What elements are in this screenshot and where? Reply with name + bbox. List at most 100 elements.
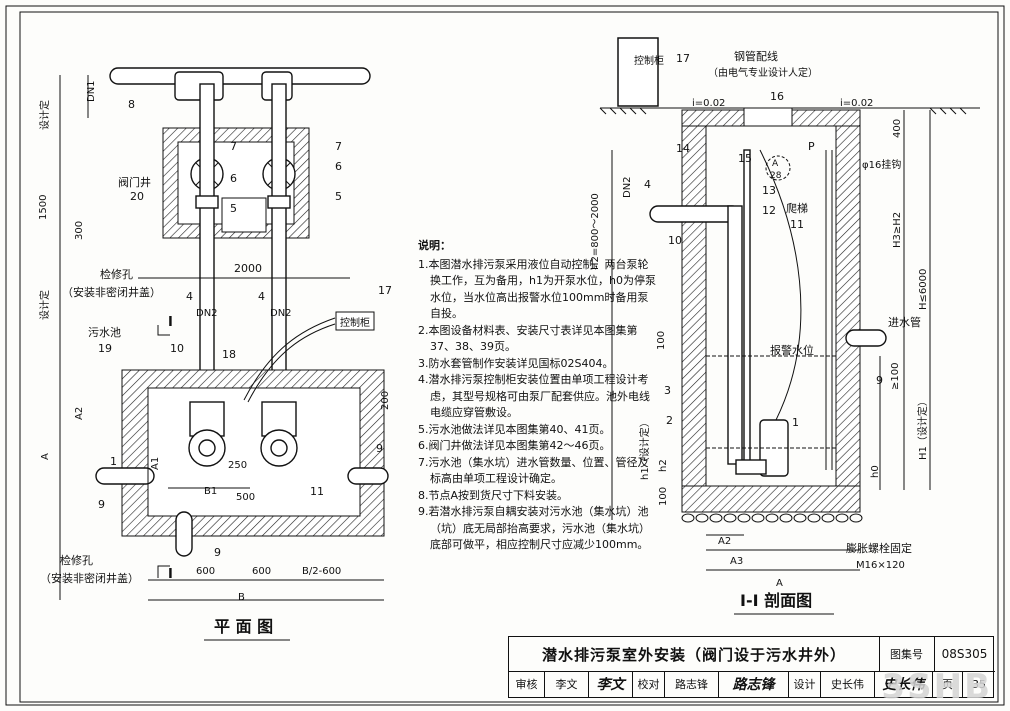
svg-text:DN2: DN2 bbox=[270, 308, 292, 319]
note-item: 4.潜水排污泵控制柜安装位置由单项工程设计考虑，其型号规格可由泵厂配套供应。池外… bbox=[418, 373, 650, 419]
svg-text:250: 250 bbox=[228, 460, 247, 471]
svg-text:600: 600 bbox=[196, 566, 215, 577]
title-block: 潜水排污泵室外安装（阀门设于污水井外） 图集号 08S305 审核 李文 李文 … bbox=[508, 636, 995, 698]
note-item: 5.污水池做法详见本图集第40、41页。 bbox=[418, 422, 611, 436]
svg-text:B: B bbox=[238, 592, 245, 603]
svg-text:爬梯: 爬梯 bbox=[786, 202, 808, 215]
signature-row: 审核 李文 李文 校对 路志锋 路志锋 设计 史长伟 史长伟 页 35 bbox=[509, 671, 995, 697]
svg-text:DN2: DN2 bbox=[622, 176, 633, 198]
inner-frame bbox=[19, 11, 999, 703]
checker-name: 路志锋 bbox=[665, 671, 719, 697]
review-label: 审核 bbox=[509, 671, 545, 697]
svg-text:A1: A1 bbox=[150, 457, 161, 470]
design-label: 设计 bbox=[789, 671, 821, 697]
plan-top-pipe bbox=[109, 67, 371, 85]
note-item: 3.防水套管制作安装详见国标02S404。 bbox=[418, 356, 614, 370]
page-label: 页 bbox=[933, 671, 963, 697]
svg-text:100: 100 bbox=[656, 331, 667, 350]
svg-text:H≤6000: H≤6000 bbox=[918, 269, 929, 310]
check-label: 校对 bbox=[633, 671, 665, 697]
svg-text:控制柜: 控制柜 bbox=[340, 316, 370, 329]
svg-text:H3≥H2: H3≥H2 bbox=[892, 212, 903, 248]
svg-text:A: A bbox=[40, 453, 51, 460]
svg-text:φ16挂钩: φ16挂钩 bbox=[862, 158, 901, 171]
plan-view: 8 7 7 6 6 5 5 4 4 10 18 17 9 9 9 11 1 阀门… bbox=[38, 67, 392, 641]
svg-text:6: 6 bbox=[230, 172, 237, 185]
svg-text:300: 300 bbox=[74, 221, 85, 240]
svg-text:检修孔: 检修孔 bbox=[100, 267, 133, 281]
svg-text:2: 2 bbox=[666, 414, 673, 427]
plan-caption: 平 面 图 bbox=[214, 617, 273, 636]
svg-text:4: 4 bbox=[258, 290, 265, 303]
section-floor bbox=[681, 485, 861, 513]
svg-text:≥100: ≥100 bbox=[890, 363, 901, 390]
svg-text:400: 400 bbox=[892, 119, 903, 138]
svg-text:10: 10 bbox=[170, 342, 184, 355]
svg-text:（安装非密闭井盖）: （安装非密闭井盖） bbox=[62, 285, 161, 299]
svg-text:200: 200 bbox=[380, 391, 391, 410]
note-item: 9.若潜水排污泵自耦安装对污水池（集水坑）池（坑）底无局部抬高要求，污水池（集水… bbox=[418, 505, 650, 551]
svg-text:A: A bbox=[772, 159, 779, 169]
svg-text:7: 7 bbox=[335, 140, 342, 153]
svg-text:17: 17 bbox=[676, 52, 690, 65]
note-item: 1.本图潜水排污泵采用液位自动控制，两台泵轮换工作，互为备用，h1为开泵水位，h… bbox=[418, 257, 656, 321]
svg-text:9: 9 bbox=[214, 546, 221, 559]
plan-inlet-right bbox=[347, 467, 389, 485]
site-watermark: 3SHB bbox=[881, 667, 992, 707]
svg-text:（由电气专业设计人定）: （由电气专业设计人定） bbox=[708, 66, 818, 79]
svg-text:5: 5 bbox=[335, 190, 342, 203]
svg-text:7: 7 bbox=[230, 140, 237, 153]
designer-signature: 史长伟 bbox=[875, 671, 933, 697]
svg-text:A3: A3 bbox=[730, 556, 743, 567]
svg-text:（安装非密闭井盖）: （安装非密闭井盖） bbox=[40, 571, 139, 585]
svg-text:设计定: 设计定 bbox=[38, 290, 51, 320]
svg-text:M16×120: M16×120 bbox=[856, 560, 905, 571]
svg-text:500: 500 bbox=[236, 492, 255, 503]
svg-text:进水管: 进水管 bbox=[888, 315, 921, 329]
svg-text:4: 4 bbox=[644, 178, 651, 191]
svg-text:11: 11 bbox=[310, 485, 324, 498]
section-outlet-pipe bbox=[649, 205, 741, 223]
svg-text:控制柜: 控制柜 bbox=[634, 54, 664, 67]
svg-text:1: 1 bbox=[792, 416, 799, 429]
plan-inlet-left bbox=[95, 467, 155, 485]
svg-text:10: 10 bbox=[668, 234, 682, 247]
svg-text:13: 13 bbox=[762, 184, 776, 197]
svg-text:9: 9 bbox=[876, 374, 883, 387]
svg-text:16: 16 bbox=[770, 90, 784, 103]
svg-text:h0: h0 bbox=[870, 465, 881, 478]
svg-text:4: 4 bbox=[186, 290, 193, 303]
svg-text:A2: A2 bbox=[74, 407, 85, 420]
atlas-label: 图集号 bbox=[879, 637, 935, 672]
svg-text:I: I bbox=[168, 315, 173, 330]
svg-text:检修孔: 检修孔 bbox=[60, 553, 93, 567]
section-caption: I-I 剖面图 bbox=[740, 591, 812, 610]
designer-name: 史长伟 bbox=[821, 671, 875, 697]
svg-text:B/2-600: B/2-600 bbox=[302, 566, 341, 577]
svg-text:报警水位: 报警水位 bbox=[770, 343, 814, 357]
svg-text:P: P bbox=[808, 140, 815, 153]
svg-text:A2: A2 bbox=[718, 536, 731, 547]
svg-text:污水池: 污水池 bbox=[88, 326, 121, 339]
page-number: 35 bbox=[972, 677, 986, 691]
section-control-cabinet bbox=[617, 37, 659, 107]
notes-block: 说明： 1.本图潜水排污泵采用液位自动控制，两台泵轮换工作，互为备用，h1为开泵… bbox=[418, 238, 658, 554]
reviewer-signature: 李文 bbox=[589, 671, 633, 697]
svg-text:1500: 1500 bbox=[38, 195, 49, 220]
svg-text:6: 6 bbox=[335, 160, 342, 173]
svg-text:20: 20 bbox=[130, 190, 144, 203]
section-inlet-pipe bbox=[845, 329, 887, 347]
svg-text:3: 3 bbox=[664, 384, 671, 397]
svg-text:膨胀螺栓固定: 膨胀螺栓固定 bbox=[846, 541, 912, 555]
svg-text:H2=800～2000: H2=800～2000 bbox=[590, 193, 601, 270]
svg-text:12: 12 bbox=[762, 204, 776, 217]
outer-frame bbox=[5, 5, 1005, 706]
svg-text:11: 11 bbox=[790, 218, 804, 231]
svg-text:h2: h2 bbox=[658, 459, 669, 472]
note-item: 6.阀门井做法详见本图集第42～46页。 bbox=[418, 439, 611, 452]
svg-text:钢管配线: 钢管配线 bbox=[734, 49, 778, 63]
svg-text:H1（设计定）: H1（设计定） bbox=[916, 396, 929, 460]
note-item: 7.污水池（集水坑）进水管数量、位置、管径及标高由单项工程设计确定。 bbox=[418, 455, 649, 486]
